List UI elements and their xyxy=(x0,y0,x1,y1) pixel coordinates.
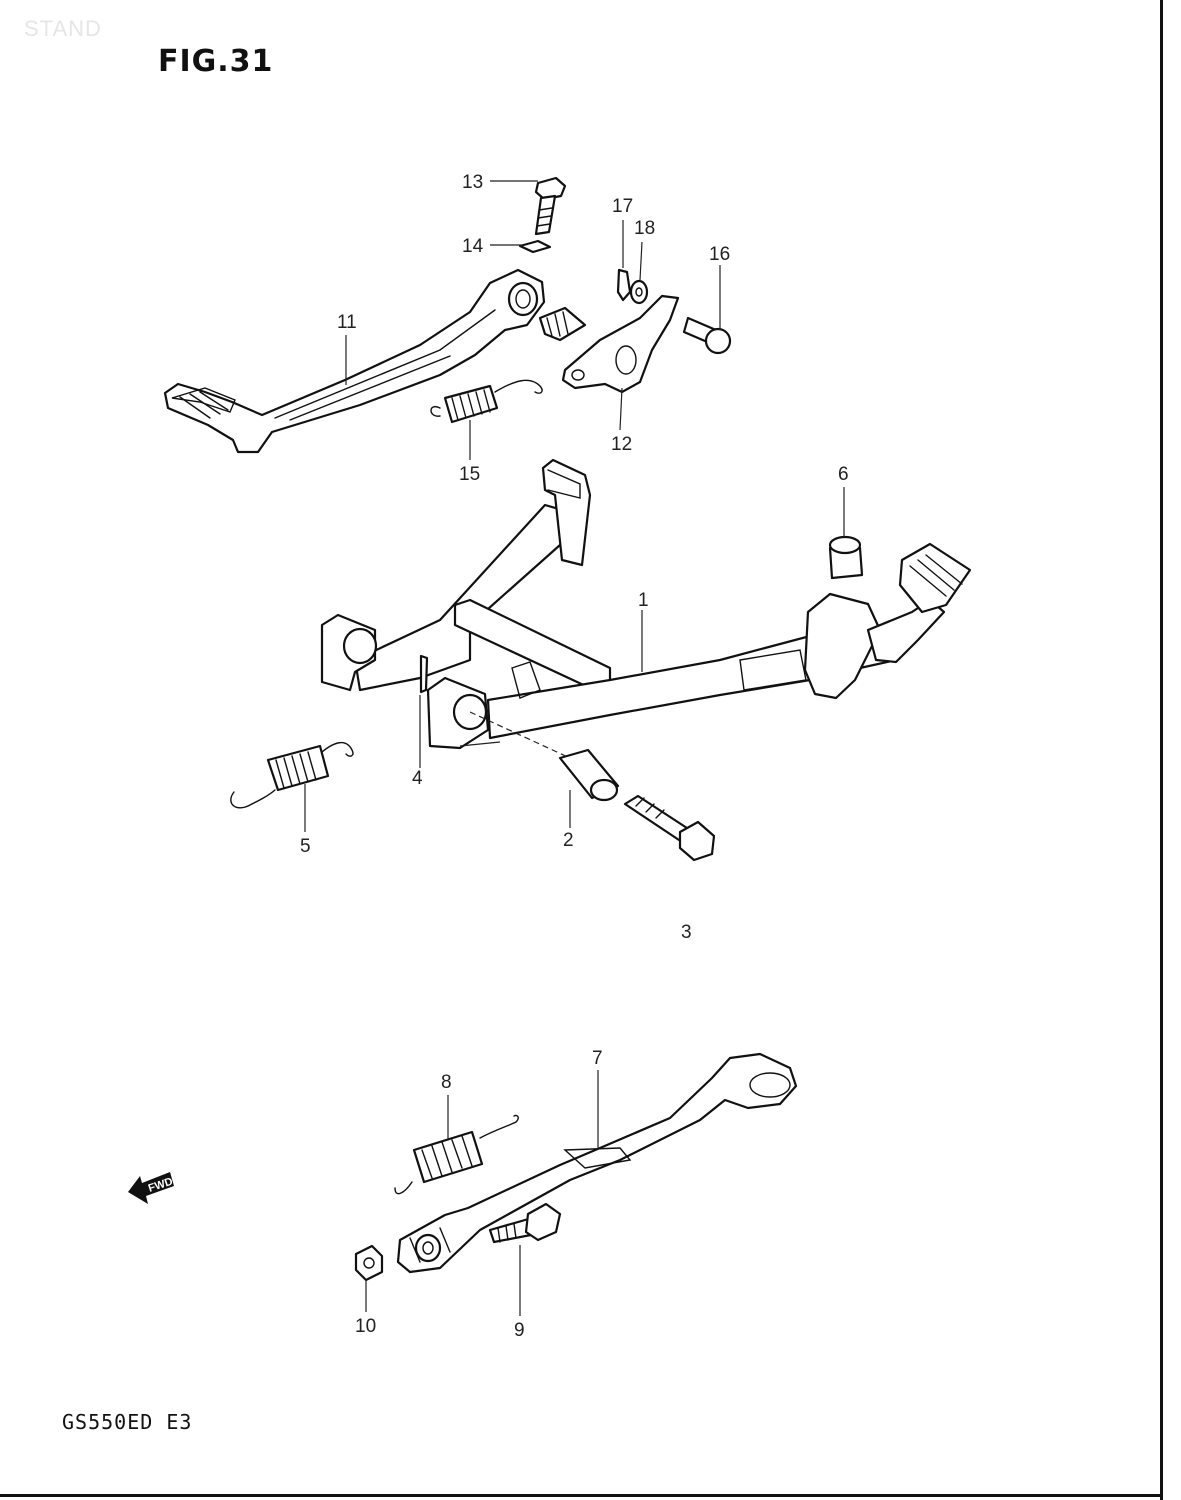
figure-title: FIG.31 xyxy=(158,44,274,79)
leader-lines xyxy=(304,180,845,1316)
callout-17: 17 xyxy=(612,196,633,217)
part-1-center-stand xyxy=(320,458,972,750)
part-17-cotter-pin xyxy=(616,268,632,302)
model-code: GS550ED E3 xyxy=(62,1410,193,1434)
part-3-bolt xyxy=(623,794,716,862)
callout-4: 4 xyxy=(412,768,423,789)
watermark: STAND xyxy=(24,16,102,41)
callout-6: 6 xyxy=(838,464,849,485)
part-13-bolt xyxy=(534,176,567,236)
part-15-spring xyxy=(430,379,543,424)
callout-11: 11 xyxy=(337,312,357,333)
callout-labels: 13 14 11 17 18 16 12 15 6 1 4 5 2 3 8 7 … xyxy=(300,172,849,1341)
callout-5: 5 xyxy=(300,836,311,857)
part-6-stopper xyxy=(828,535,864,580)
part-12-brake-arm xyxy=(538,294,680,394)
callout-16: 16 xyxy=(709,244,730,265)
part-7-side-stand xyxy=(396,1052,798,1274)
fwd-label: FWD xyxy=(147,1176,175,1195)
part-18-washer xyxy=(629,279,649,305)
part-4-cotter-pin xyxy=(419,654,429,694)
part-10-nut xyxy=(354,1244,384,1282)
callout-2: 2 xyxy=(563,830,574,851)
callout-14: 14 xyxy=(462,236,484,257)
callout-8: 8 xyxy=(441,1072,452,1093)
callout-12: 12 xyxy=(611,434,632,455)
callout-18: 18 xyxy=(634,218,655,239)
callout-3: 3 xyxy=(681,922,692,943)
callout-15: 15 xyxy=(459,464,480,485)
part-14-washer xyxy=(518,239,552,254)
callout-10: 10 xyxy=(355,1316,376,1337)
callout-1: 1 xyxy=(638,590,649,611)
alignment-line xyxy=(469,711,571,759)
part-8-spring xyxy=(394,1114,519,1195)
fwd-arrow: FWD xyxy=(128,1172,174,1204)
part-11-brake-pedal xyxy=(163,268,546,454)
part-2-collar xyxy=(558,748,620,802)
part-16-pin xyxy=(682,316,732,355)
page-border-right xyxy=(1160,0,1163,1500)
part-9-bolt xyxy=(488,1202,562,1244)
callout-9: 9 xyxy=(514,1320,525,1341)
callout-7: 7 xyxy=(592,1048,603,1069)
page-border-bottom xyxy=(0,1494,1163,1497)
callout-13: 13 xyxy=(462,172,483,193)
part-5-spring xyxy=(230,742,354,809)
